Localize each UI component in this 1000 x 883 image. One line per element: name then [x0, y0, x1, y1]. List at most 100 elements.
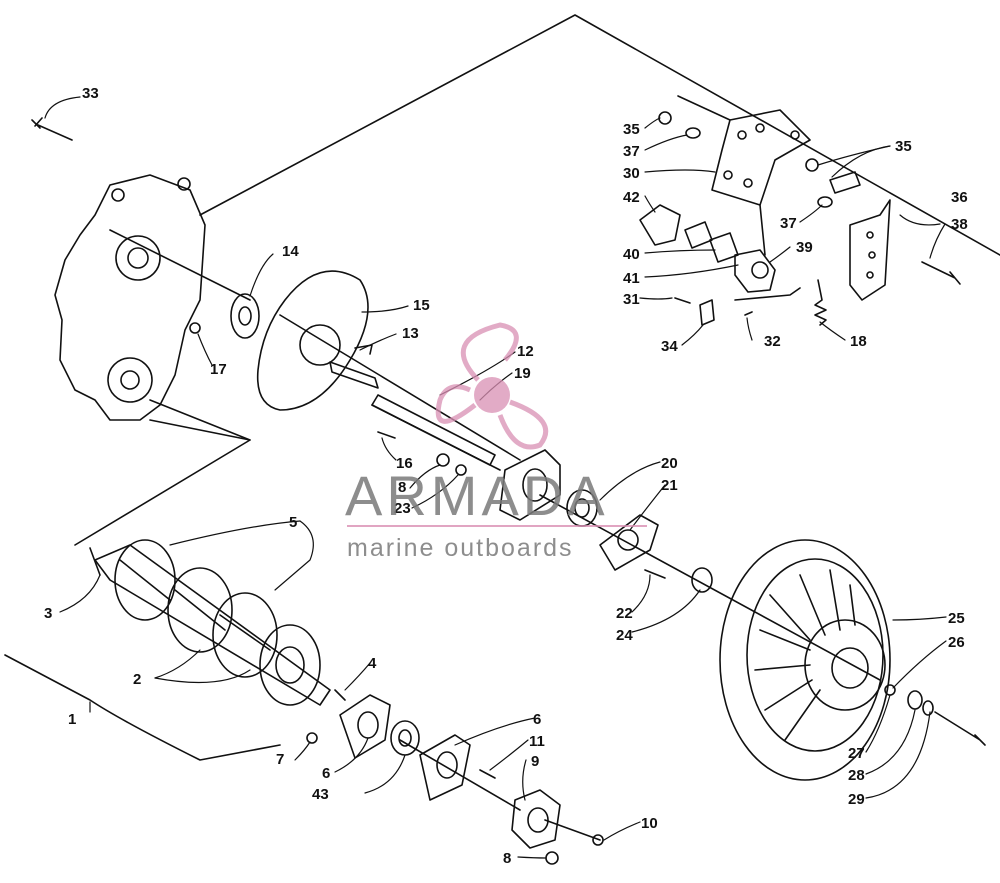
- callout-21: 21: [661, 477, 678, 494]
- callout-31: 31: [623, 291, 640, 308]
- callout-24: 24: [616, 627, 633, 644]
- reference-line-bottom: [4, 654, 281, 761]
- callout-23: 23: [394, 500, 411, 517]
- stud-top: [677, 95, 731, 121]
- callout-12: 12: [517, 343, 534, 360]
- shaft-line-upper: [109, 229, 521, 461]
- bearing-flange-left: [339, 694, 420, 759]
- bolt-16: [377, 431, 396, 439]
- bolt-4: [334, 689, 346, 701]
- pin-11: [479, 769, 496, 779]
- bracket-30: [711, 109, 811, 206]
- pulley-25: [719, 539, 891, 781]
- callout-1: 1: [68, 711, 77, 728]
- actuator-39-40-41-42: [639, 204, 776, 293]
- callout-6-right: 6: [533, 711, 542, 728]
- watermark-underline: [347, 525, 647, 527]
- link-line: [759, 204, 766, 256]
- rod-31: [674, 297, 691, 304]
- nut-8-upper: [436, 453, 450, 467]
- callout-37-top: 37: [623, 143, 640, 160]
- watermark-logo: [435, 322, 549, 450]
- callout-19: 19: [514, 365, 531, 382]
- callout-22: 22: [616, 605, 633, 622]
- callout-40: 40: [623, 246, 640, 263]
- nut-10: [592, 834, 604, 846]
- hub-14: [230, 293, 260, 339]
- bearing-housing: [499, 449, 659, 571]
- callout-25: 25: [948, 610, 965, 627]
- callout-16: 16: [396, 455, 413, 472]
- washer-28: [907, 690, 923, 710]
- washer-24: [691, 567, 713, 593]
- spacer-35-right: [829, 171, 861, 194]
- callout-28: 28: [848, 767, 865, 784]
- nut-35-mid: [805, 158, 819, 172]
- callout-33: 33: [82, 85, 99, 102]
- link-arm: [734, 287, 801, 301]
- callout-42: 42: [623, 189, 640, 206]
- callout-15: 15: [413, 297, 430, 314]
- callout-43: 43: [312, 786, 329, 803]
- callout-7: 7: [276, 751, 285, 768]
- watermark-brand: ARMADA: [345, 464, 609, 527]
- shaft-12: [329, 361, 501, 471]
- bracket-36: [849, 199, 891, 301]
- spacer-37-top: [685, 127, 701, 139]
- shaft-line-lower-right: [399, 739, 601, 841]
- callout-5: 5: [289, 514, 298, 531]
- bolt-29: [934, 711, 986, 746]
- callout-17: 17: [210, 361, 227, 378]
- bolt-33: [31, 117, 73, 141]
- callout-34: 34: [661, 338, 678, 355]
- bolt-22: [644, 569, 666, 579]
- callout-18: 18: [850, 333, 867, 350]
- callout-38: 38: [951, 216, 968, 233]
- pin-32: [744, 311, 753, 316]
- cap-9: [511, 789, 561, 849]
- nut-35-left: [658, 111, 672, 125]
- watermark: ARMADA marine outboards: [345, 468, 665, 568]
- nut-8-lower: [545, 851, 559, 865]
- callout-30: 30: [623, 165, 640, 182]
- spring-18: [814, 279, 827, 326]
- callout-20: 20: [661, 455, 678, 472]
- bolt-38: [921, 261, 961, 285]
- callout-8-upper: 8: [398, 479, 407, 496]
- callout-2: 2: [133, 671, 142, 688]
- callout-32: 32: [764, 333, 781, 350]
- callout-11: 11: [529, 733, 545, 750]
- callout-29: 29: [848, 791, 865, 808]
- callout-26: 26: [948, 634, 965, 651]
- callout-39: 39: [796, 239, 813, 256]
- reference-line-left: [74, 419, 251, 546]
- callout-27: 27: [848, 745, 865, 762]
- plate-15: [256, 270, 369, 411]
- spacer-37-mid: [817, 196, 833, 208]
- leader-lines: [44, 96, 947, 859]
- washer-26: [922, 700, 934, 716]
- callout-10: 10: [641, 815, 658, 832]
- nut-17: [189, 322, 201, 334]
- callout-6-left: 6: [322, 765, 331, 782]
- bearing-flange-right: [419, 734, 471, 801]
- callout-3: 3: [44, 605, 53, 622]
- callout-13: 13: [402, 325, 419, 342]
- callout-35-left: 35: [623, 121, 640, 138]
- shaft-line-lower: [149, 399, 251, 441]
- clip-13: [354, 344, 373, 355]
- callout-41: 41: [623, 270, 640, 287]
- callout-8-lower: 8: [503, 850, 512, 867]
- callout-35-right: 35: [895, 138, 912, 155]
- washer-23: [455, 464, 467, 476]
- watermark-tagline: marine outboards: [347, 534, 574, 562]
- reference-line-top: [199, 14, 1000, 256]
- callout-37-mid: 37: [780, 215, 797, 232]
- drive-shaft-assembly: [89, 539, 331, 706]
- clip-34: [699, 299, 715, 326]
- callout-9: 9: [531, 753, 540, 770]
- callout-36: 36: [951, 189, 968, 206]
- callout-4: 4: [368, 655, 377, 672]
- screw-7: [306, 732, 318, 744]
